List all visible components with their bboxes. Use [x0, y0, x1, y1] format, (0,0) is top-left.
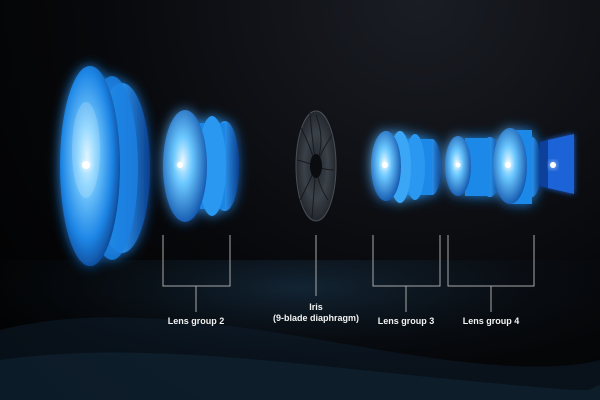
lens-group-4-focal-point-a	[455, 162, 461, 168]
lens-group-2-label: Lens group 2	[167, 316, 225, 326]
lens-group-3	[371, 131, 441, 203]
iris-label-title: Iris	[309, 302, 323, 312]
lens-group-4-focal-point-b	[505, 162, 511, 168]
front-lens-element	[60, 66, 150, 266]
front-lens-focal-point	[82, 161, 90, 169]
image-sensor	[540, 134, 574, 194]
lens-group-2	[163, 110, 239, 222]
iris-label: Iris (9-blade diaphragm)	[256, 302, 376, 324]
lens-group-3-focal-point	[382, 162, 388, 168]
floor-reflection	[0, 260, 600, 400]
lens-group-4-label: Lens group 4	[462, 316, 520, 326]
lens-group-3-label: Lens group 3	[377, 316, 435, 326]
iris-label-subtitle: (9-blade diaphragm)	[272, 313, 359, 323]
lens-group-2-focal-point	[177, 162, 183, 168]
label-brackets	[162, 235, 535, 312]
sensor-focal-point	[550, 162, 556, 168]
iris-diaphragm	[295, 110, 337, 222]
